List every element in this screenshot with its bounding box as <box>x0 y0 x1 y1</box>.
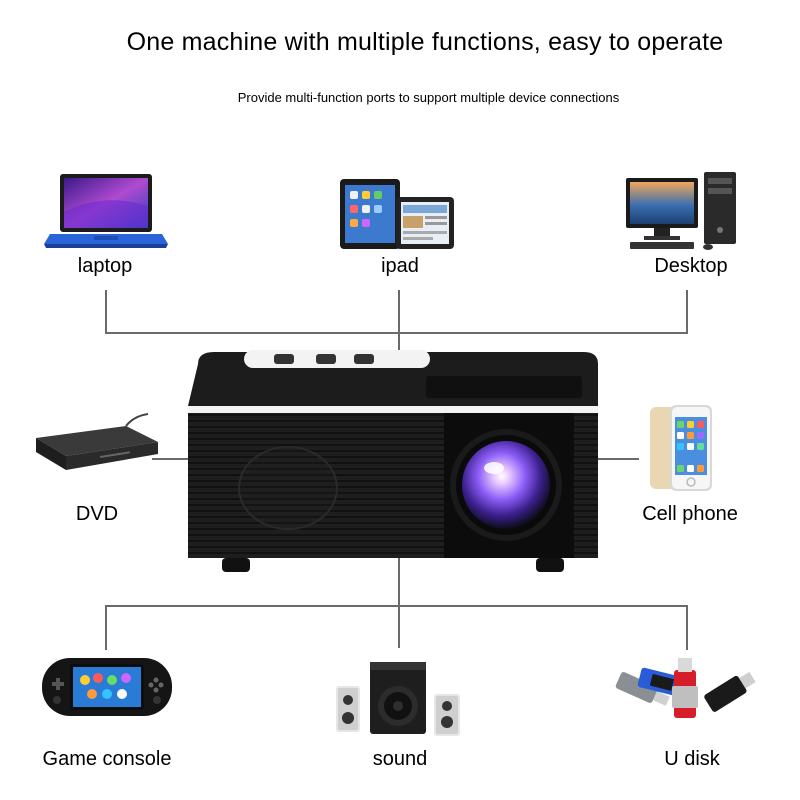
connector-top-center-vertical <box>398 290 400 353</box>
desktop-computer-icon <box>624 170 740 257</box>
dvd-label: DVD <box>75 503 119 525</box>
connector-top-right-vertical <box>686 290 688 333</box>
connector-top-left-vertical <box>105 290 107 333</box>
connector-top-horizontal <box>105 332 688 334</box>
ipad-label: ipad <box>381 255 419 277</box>
connector-left-horizontal <box>152 458 188 460</box>
page-title: One machine with multiple functions, eas… <box>126 28 724 56</box>
game-console-label: Game console <box>42 748 172 770</box>
desktop-label: Desktop <box>654 255 728 277</box>
connector-bottom-right-vertical <box>686 605 688 650</box>
dvd-player-icon <box>30 412 160 487</box>
laptop-icon <box>44 172 168 257</box>
connector-bottom-center-vertical <box>398 558 400 648</box>
smartphone-icon <box>648 405 714 496</box>
connector-bottom-left-vertical <box>105 605 107 650</box>
tablet-icon <box>340 177 456 256</box>
usb-flash-drive-icon <box>610 656 760 737</box>
laptop-label: laptop <box>77 255 133 277</box>
page-subtitle: Provide multi-function ports to support … <box>237 90 620 105</box>
mini-projector-icon <box>186 350 602 581</box>
sound-label: sound <box>372 748 428 770</box>
handheld-game-console-icon <box>40 656 174 723</box>
cellphone-label: Cell phone <box>642 503 738 525</box>
udisk-label: U disk <box>664 748 720 770</box>
connector-right-horizontal <box>597 458 639 460</box>
speakers-icon <box>334 660 464 745</box>
connector-bottom-horizontal <box>105 605 688 607</box>
